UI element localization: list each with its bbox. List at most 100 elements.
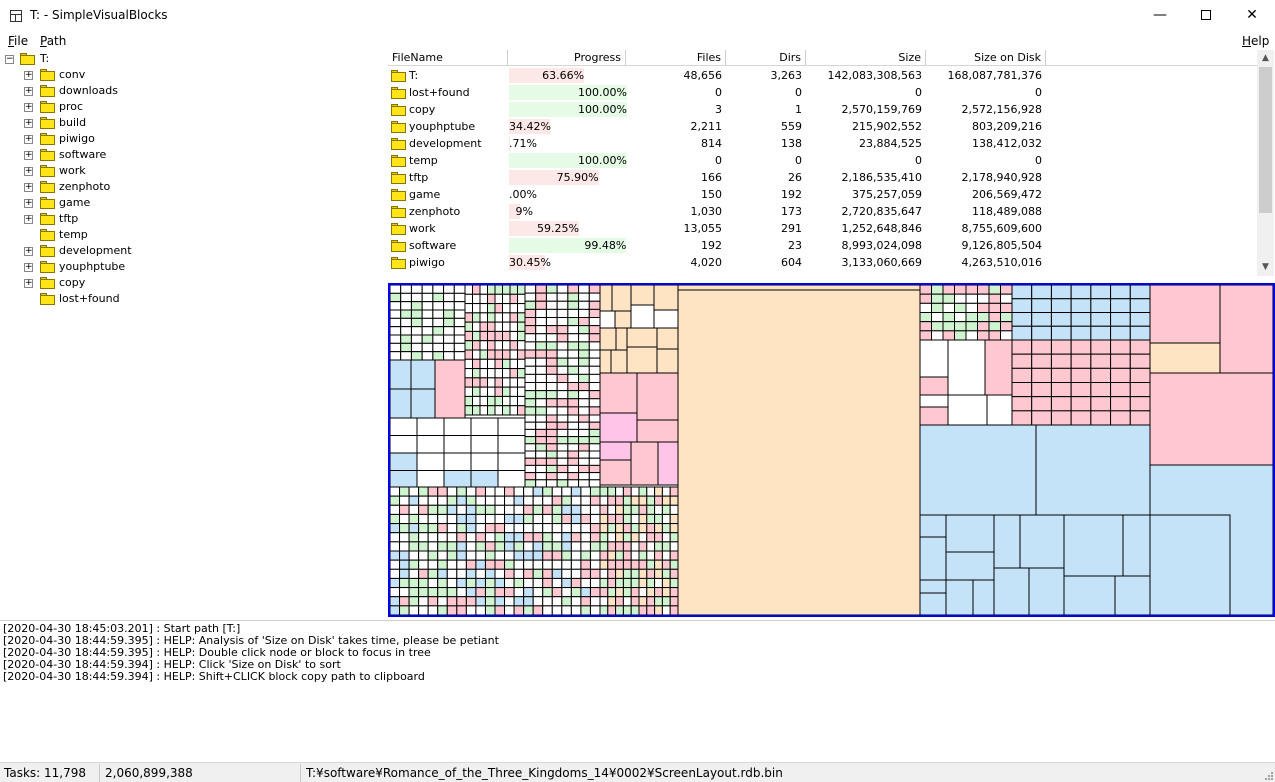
list-scrollbar[interactable]: ▲ ▼ bbox=[1257, 50, 1274, 276]
file-block[interactable] bbox=[615, 550, 624, 561]
file-block[interactable] bbox=[443, 417, 472, 436]
file-block[interactable] bbox=[1050, 396, 1072, 412]
file-block[interactable] bbox=[638, 577, 648, 589]
file-block[interactable] bbox=[453, 309, 466, 319]
file-block[interactable] bbox=[1011, 298, 1033, 313]
file-block[interactable] bbox=[545, 357, 558, 367]
file-block[interactable] bbox=[654, 486, 663, 497]
file-block[interactable] bbox=[465, 550, 477, 561]
file-block[interactable] bbox=[456, 577, 467, 589]
file-block[interactable] bbox=[390, 504, 401, 515]
file-block[interactable] bbox=[542, 596, 553, 607]
file-block[interactable] bbox=[1090, 325, 1112, 341]
file-block[interactable] bbox=[443, 301, 455, 311]
file-block[interactable] bbox=[1090, 396, 1112, 412]
file-block[interactable] bbox=[443, 326, 455, 336]
file-block[interactable] bbox=[556, 317, 569, 327]
file-block[interactable] bbox=[509, 349, 518, 360]
file-block[interactable] bbox=[513, 495, 525, 506]
file-block[interactable] bbox=[509, 340, 518, 351]
file-block[interactable] bbox=[610, 349, 628, 374]
file-block[interactable] bbox=[638, 486, 648, 497]
file-block[interactable] bbox=[556, 421, 569, 430]
file-block[interactable] bbox=[578, 464, 590, 474]
file-block[interactable] bbox=[646, 523, 656, 534]
file-block[interactable] bbox=[517, 405, 526, 416]
file-block[interactable] bbox=[578, 398, 590, 408]
file-block[interactable] bbox=[615, 605, 624, 615]
file-block[interactable] bbox=[524, 398, 537, 408]
file-block[interactable] bbox=[535, 479, 547, 488]
file-block[interactable] bbox=[545, 428, 558, 438]
file-block[interactable] bbox=[661, 577, 671, 589]
file-block[interactable] bbox=[669, 486, 679, 497]
file-block[interactable] bbox=[611, 285, 632, 312]
file-block[interactable] bbox=[446, 550, 458, 561]
file-block[interactable] bbox=[408, 532, 420, 543]
file-block[interactable] bbox=[919, 312, 932, 323]
file-block[interactable] bbox=[399, 523, 410, 534]
tree-node[interactable]: +downloads bbox=[0, 83, 380, 99]
file-block[interactable] bbox=[443, 342, 455, 353]
file-block[interactable] bbox=[390, 342, 402, 353]
file-block[interactable] bbox=[607, 596, 617, 607]
file-block[interactable] bbox=[615, 513, 624, 525]
file-block[interactable] bbox=[390, 301, 402, 311]
file-block[interactable] bbox=[513, 550, 525, 561]
file-block[interactable] bbox=[418, 504, 429, 515]
file-block[interactable] bbox=[622, 504, 632, 515]
file-block[interactable] bbox=[509, 321, 518, 332]
file-block[interactable] bbox=[453, 317, 466, 328]
file-block[interactable] bbox=[475, 587, 486, 598]
file-block[interactable] bbox=[578, 300, 590, 310]
file-block[interactable] bbox=[484, 550, 496, 561]
file-block[interactable] bbox=[437, 568, 448, 579]
file-block[interactable] bbox=[524, 457, 537, 466]
file-block[interactable] bbox=[545, 450, 558, 459]
file-block[interactable] bbox=[475, 495, 486, 506]
file-block[interactable] bbox=[551, 596, 563, 607]
file-block[interactable] bbox=[504, 513, 515, 525]
file-block[interactable] bbox=[942, 302, 955, 314]
file-block[interactable] bbox=[556, 325, 569, 335]
file-block[interactable] bbox=[589, 568, 601, 579]
file-block[interactable] bbox=[556, 285, 569, 294]
file-block[interactable] bbox=[465, 559, 477, 570]
file-block[interactable] bbox=[654, 495, 663, 506]
column-progress[interactable]: Progress bbox=[508, 50, 626, 66]
file-block[interactable] bbox=[556, 479, 569, 488]
file-block[interactable] bbox=[472, 349, 481, 360]
file-block[interactable] bbox=[599, 605, 609, 615]
file-block[interactable] bbox=[556, 333, 569, 343]
large-file-block[interactable] bbox=[677, 285, 921, 615]
file-block[interactable] bbox=[567, 428, 580, 438]
file-block[interactable] bbox=[607, 513, 617, 525]
file-block[interactable] bbox=[479, 377, 488, 388]
file-block[interactable] bbox=[1110, 298, 1131, 313]
file-block[interactable] bbox=[484, 596, 496, 607]
file-block[interactable] bbox=[545, 365, 558, 375]
file-block[interactable] bbox=[542, 541, 553, 552]
file-block[interactable] bbox=[509, 405, 518, 416]
file-block[interactable] bbox=[523, 605, 534, 615]
file-block[interactable] bbox=[1090, 353, 1112, 369]
file-block[interactable] bbox=[1000, 293, 1013, 304]
file-block[interactable] bbox=[443, 351, 455, 361]
file-block[interactable] bbox=[437, 577, 448, 589]
file-block[interactable] bbox=[551, 577, 563, 589]
file-block[interactable] bbox=[509, 312, 518, 323]
file-block[interactable] bbox=[504, 486, 515, 497]
menu-path[interactable]: Path bbox=[40, 34, 67, 48]
file-block[interactable] bbox=[416, 435, 445, 454]
file-block[interactable] bbox=[654, 605, 663, 615]
file-block[interactable] bbox=[1090, 410, 1112, 426]
expand-icon[interactable]: + bbox=[24, 182, 33, 192]
file-block[interactable] bbox=[570, 523, 582, 534]
file-block[interactable] bbox=[432, 342, 445, 353]
file-block[interactable] bbox=[654, 596, 663, 607]
file-block[interactable] bbox=[556, 464, 569, 474]
file-block[interactable] bbox=[919, 406, 949, 426]
file-block[interactable] bbox=[517, 303, 526, 314]
